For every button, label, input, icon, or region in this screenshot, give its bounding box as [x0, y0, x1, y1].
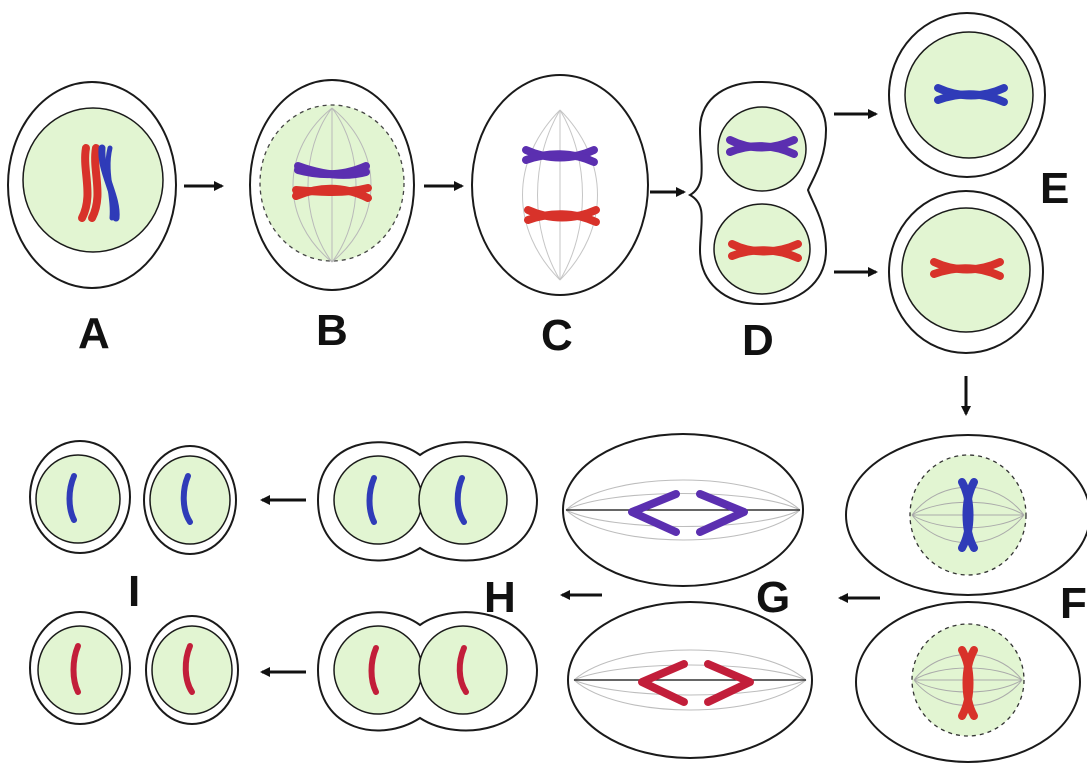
stage-h-nucleus-top-right — [418, 455, 508, 545]
stage-d-cell — [687, 80, 828, 306]
stage-g-cell-top — [562, 433, 804, 587]
label-a: A — [78, 309, 110, 358]
stage-h-chromosome-blue-left — [366, 475, 377, 525]
stage-b-spindle — [292, 107, 372, 263]
stage-g-chromosome-purple-left — [628, 490, 680, 536]
stage-c-spindle — [522, 109, 598, 281]
label-i: I — [128, 567, 140, 616]
stage-i-cell-bottom-right — [145, 615, 239, 725]
label-f: F — [1060, 579, 1087, 628]
label-e: E — [1040, 164, 1069, 213]
stage-g-chromosome-red-left — [638, 660, 688, 706]
stage-i-cell-top-left — [29, 440, 131, 554]
stage-e-cell-top — [888, 12, 1046, 178]
stage-g-chromosome-red-right — [704, 660, 754, 706]
stage-g-cell-bottom — [567, 601, 813, 759]
stage-h-nucleus-bottom-right — [418, 625, 508, 715]
stage-i-cell-bottom-left — [29, 611, 131, 725]
stage-i-chromosome-red-1 — [70, 643, 81, 695]
stage-c-cell — [471, 74, 649, 296]
stage-h-nucleus-bottom-left — [333, 625, 423, 715]
label-c: C — [541, 311, 573, 360]
stage-h-nucleus-top-left — [333, 455, 423, 545]
stage-f-cell-bottom — [855, 601, 1081, 763]
stage-f-cell-top — [845, 434, 1087, 596]
label-b: B — [316, 306, 348, 355]
stage-i-cell-top-right — [143, 445, 237, 555]
stage-g-chromosome-purple-right — [696, 490, 748, 536]
label-h: H — [484, 573, 516, 622]
stage-h-chromosome-red-left — [368, 645, 379, 695]
stage-h-chromosome-red-right — [456, 645, 469, 695]
label-g: G — [756, 573, 790, 622]
stage-i-chromosome-blue-2 — [180, 473, 193, 525]
stage-i-chromosome-red-2 — [182, 643, 195, 695]
label-d: D — [742, 316, 774, 365]
stage-h-chromosome-blue-right — [454, 475, 467, 525]
stage-e-cell-bottom — [888, 190, 1044, 354]
stage-a-chromosome-red — [78, 144, 92, 222]
stage-b-cell — [249, 79, 415, 291]
stage-i-chromosome-blue-1 — [66, 473, 77, 523]
stage-h-cell-bottom — [316, 611, 539, 732]
stage-h-cell-top — [316, 441, 539, 562]
stage-a-cell — [7, 81, 177, 289]
